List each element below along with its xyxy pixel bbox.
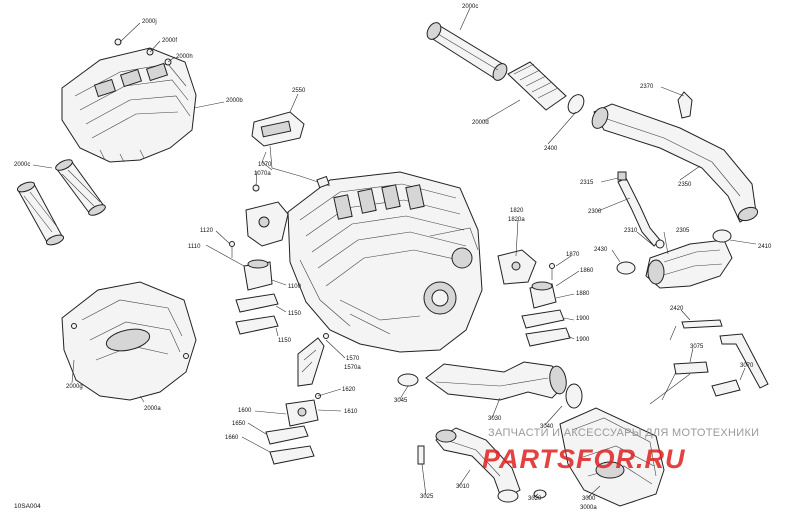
label-1570: 1570 — [346, 356, 360, 362]
exhaust-elbow-3010 — [417, 427, 547, 503]
label-1570a: 1570a — [344, 365, 361, 371]
label-1150-a: 1150 — [288, 311, 302, 317]
figure-code: 10SA004 — [14, 503, 41, 510]
engine-mount-1570 — [265, 333, 329, 465]
label-2370: 2370 — [640, 84, 654, 90]
label-3025: 3025 — [420, 494, 434, 500]
label-1600: 1600 — [238, 408, 252, 414]
label-1880: 1880 — [576, 291, 590, 297]
label-2400: 2400 — [544, 146, 558, 152]
watermark-logo: PARTSFOR.RU — [482, 444, 686, 474]
label-1660: 1660 — [225, 435, 239, 441]
label-3000a: 3000a — [580, 505, 597, 511]
label-1620: 1620 — [342, 387, 356, 393]
label-3000: 3000 — [582, 496, 596, 502]
label-2000g: 2000g — [66, 384, 83, 390]
label-2420: 2420 — [670, 306, 684, 312]
label-1860: 1860 — [580, 268, 594, 274]
muffler-3000 — [559, 407, 665, 507]
label-3010: 3010 — [456, 484, 470, 490]
air-duct-2350 — [591, 91, 759, 223]
label-2550: 2550 — [292, 88, 306, 94]
label-1900-b: 1900 — [576, 337, 590, 343]
label-2430: 2430 — [594, 247, 608, 253]
label-1110: 1110 — [188, 244, 201, 250]
label-2410: 2410 — [758, 244, 772, 250]
sensor-2550 — [251, 111, 331, 189]
label-1900-a: 1900 — [576, 316, 590, 322]
watermark: ЗАПЧАСТИ И АКСЕССУАРЫ ДЛЯ МОТОТЕХНИКИ PA… — [482, 427, 759, 474]
intake-duct-2000c-top — [426, 22, 508, 81]
label-2000d: 2000d — [472, 120, 489, 126]
label-1610: 1610 — [344, 409, 358, 415]
label-1150-b: 1150 — [278, 338, 292, 344]
clamp-3045 — [397, 373, 419, 387]
label-3020: 3020 — [528, 496, 542, 502]
intake-hoses-2000c — [16, 159, 106, 246]
label-1870: 1870 — [566, 252, 580, 258]
callout-labels: 2000j 2000f 2000h 2000b 2000c 2000c 2000… — [14, 4, 772, 511]
intake-manifold-upper — [61, 38, 197, 163]
label-2000c-top: 2000c — [462, 4, 478, 10]
label-2350: 2350 — [678, 182, 692, 188]
cables-3075-3070 — [649, 319, 769, 405]
label-1070a: 1070a — [254, 171, 271, 177]
label-3070: 3070 — [740, 363, 754, 369]
label-1820: 1820 — [510, 208, 524, 214]
engine-block — [287, 171, 483, 353]
watermark-caption: ЗАПЧАСТИ И АКСЕССУАРЫ ДЛЯ МОТОТЕХНИКИ — [488, 427, 759, 439]
label-2000f: 2000f — [162, 38, 177, 44]
label-3075: 3075 — [690, 344, 704, 350]
label-2000a: 2000a — [144, 406, 161, 412]
throttle-adapter-2305 — [616, 229, 733, 289]
label-2000h: 2000h — [176, 54, 193, 60]
label-3030: 3030 — [488, 416, 502, 422]
label-1070: 1070 — [258, 162, 272, 168]
vent-hose-2300 — [617, 171, 665, 249]
label-2305: 2305 — [676, 228, 690, 234]
label-1820a: 1820a — [508, 217, 525, 223]
label-1100: 1100 — [288, 284, 302, 290]
label-2310: 2310 — [624, 228, 638, 234]
engine-mount-1100 — [229, 184, 289, 335]
label-2000j: 2000j — [142, 19, 157, 25]
intake-manifold-lower — [61, 281, 197, 401]
clamp-2400 — [567, 94, 585, 114]
intake-bellows-2000d — [507, 61, 567, 111]
label-2300: 2300 — [588, 209, 602, 215]
label-3045: 3045 — [394, 398, 408, 404]
leader-lines — [32, 7, 757, 499]
label-2000c-left: 2000c — [14, 162, 30, 168]
label-3040: 3040 — [540, 424, 554, 430]
engine-mount-1860 — [497, 249, 571, 347]
label-1120: 1120 — [200, 228, 214, 234]
label-1650: 1650 — [232, 421, 246, 427]
exhaust-pipe-3030 — [425, 361, 583, 409]
label-2315: 2315 — [580, 180, 594, 186]
label-2000b: 2000b — [226, 98, 243, 104]
